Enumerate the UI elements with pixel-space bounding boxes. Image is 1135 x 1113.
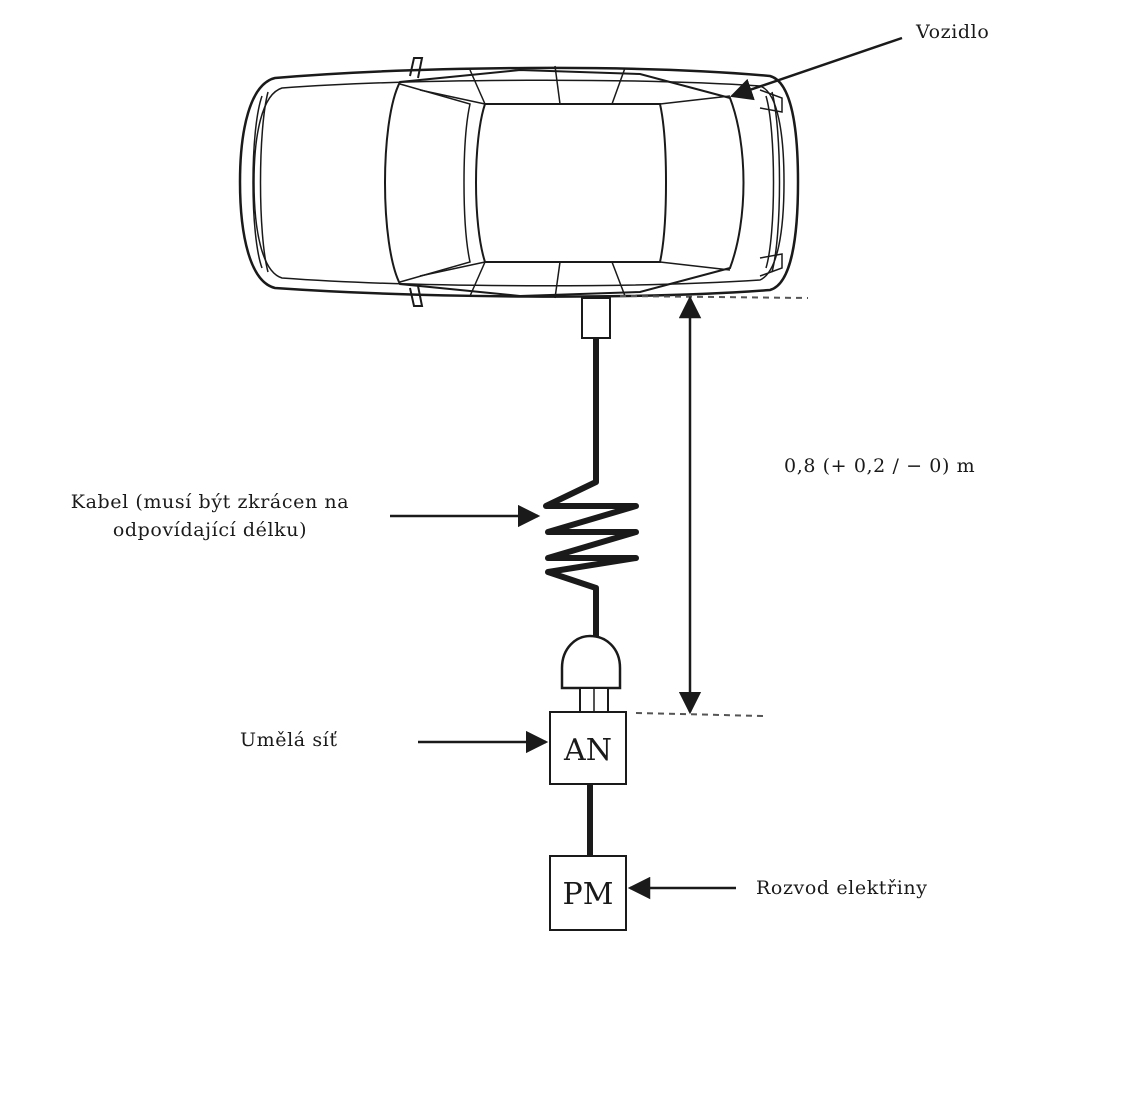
cable — [543, 338, 639, 640]
pm-box-label: PM — [563, 877, 614, 912]
vehicle-socket — [581, 297, 611, 339]
pm-box: PM — [549, 855, 627, 931]
artificial-network-label: Umělá síť — [240, 729, 338, 751]
plug — [560, 634, 622, 690]
dimension-dashed-bottom — [635, 712, 765, 717]
cable-label-line1: Kabel (musí být zkrácen na — [71, 491, 349, 513]
an-box-label: AN — [563, 733, 612, 768]
vehicle-label: Vozidlo — [915, 21, 989, 43]
an-box: AN — [549, 711, 627, 785]
power-supply-label: Rozvod elektřiny — [756, 877, 928, 899]
cable-label-line2: odpovídající délku) — [113, 519, 307, 541]
distance-label: 0,8 (+ 0,2 / − 0) m — [784, 455, 975, 477]
vehicle-arrow — [729, 36, 903, 101]
dimension-dashed-top — [619, 295, 809, 299]
vehicle-drawing — [238, 57, 800, 307]
